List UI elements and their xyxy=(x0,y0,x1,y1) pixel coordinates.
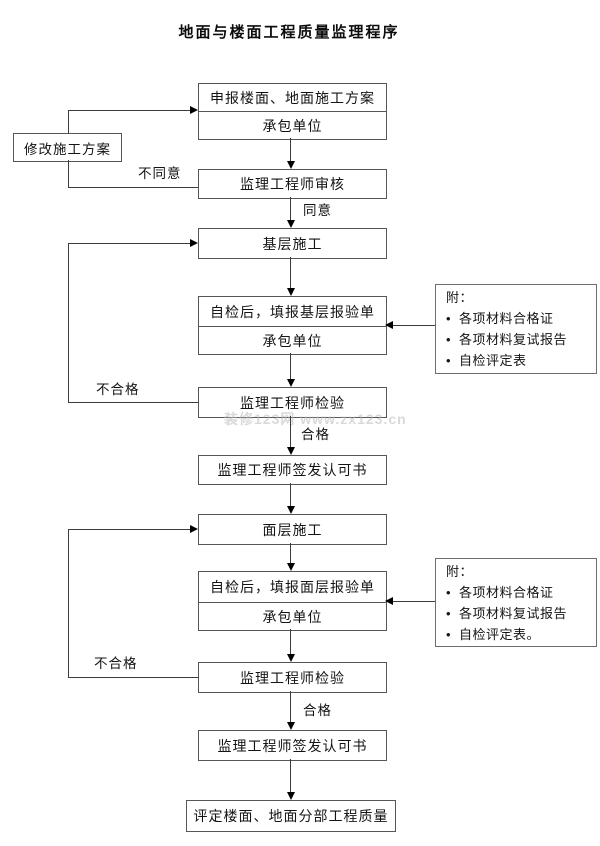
box-base-construction: 基层施工 xyxy=(198,228,387,259)
loop-fail-base-bottom-line xyxy=(68,402,198,403)
label-fail-base: 不合格 xyxy=(96,382,140,397)
attachment-item: • 各项材料合格证 xyxy=(446,582,596,603)
attachment-note-surface: 附： • 各项材料合格证 • 各项材料复试报告 • 自检评定表。 xyxy=(435,558,597,647)
bullet-icon: • xyxy=(446,353,452,368)
attachment-item: • 各项材料复试报告 xyxy=(446,329,596,350)
loop-disagree-bottom-line xyxy=(68,187,198,188)
loop-disagree-top-line xyxy=(68,110,191,111)
bullet-icon: • xyxy=(446,627,452,642)
label-disagree: 不同意 xyxy=(138,166,182,181)
bullet-icon: • xyxy=(446,311,452,326)
arrow-left-icon xyxy=(385,321,393,329)
label-fail-surface: 不合格 xyxy=(94,656,138,671)
connector-inspect-issue2-line xyxy=(290,691,291,723)
attachment-note-base: 附： • 各项材料合格证 • 各项材料复试报告 • 自检评定表 xyxy=(435,284,597,374)
attachment-item-text: 自检评定表。 xyxy=(459,627,541,642)
connector-attachment-surface-line xyxy=(392,601,435,602)
loop-fail-surface-top-line xyxy=(68,529,191,530)
attachment-item: • 自检评定表。 xyxy=(446,624,596,645)
loop-fail-surface-up-line xyxy=(68,529,69,677)
box-engineer-review: 监理工程师审核 xyxy=(198,169,387,199)
box-issue-approval-base: 监理工程师签发认可书 xyxy=(198,455,387,485)
arrow-down-icon xyxy=(287,379,295,387)
box-selfcheck-surface: 自检后，填报面层报验单 承包单位 xyxy=(198,571,387,631)
attachment-item-text: 各项材料合格证 xyxy=(459,585,554,600)
connector-issue-surface-line xyxy=(290,483,291,507)
bullet-icon: • xyxy=(446,332,452,347)
box-revise-plan: 修改施工方案 xyxy=(13,133,122,162)
connector-attachment-base-line xyxy=(392,325,435,326)
loop-disagree-up-line2 xyxy=(68,110,69,134)
box-declare-plan: 申报楼面、地面施工方案 承包单位 xyxy=(198,83,387,140)
arrow-right-icon xyxy=(190,525,198,533)
box-selfcheck-base: 自检后，填报基层报验单 承包单位 xyxy=(198,296,387,355)
box-issue-approval-surface: 监理工程师签发认可书 xyxy=(198,730,387,761)
attachment-item-text: 各项材料复试报告 xyxy=(459,332,568,347)
watermark: 装修123网 www.zx123.cn xyxy=(224,411,407,427)
label-agree: 同意 xyxy=(303,203,332,218)
attachment-note-base-title: 附： xyxy=(446,290,474,305)
bullet-icon: • xyxy=(446,606,452,621)
label-pass-base: 合格 xyxy=(301,427,330,442)
arrow-down-icon xyxy=(287,161,295,169)
box-selfcheck-surface-owner: 承包单位 xyxy=(262,608,323,625)
loop-fail-base-up-line xyxy=(68,243,69,402)
loop-disagree-up-line xyxy=(68,160,69,187)
arrow-right-icon xyxy=(190,106,198,114)
connector-review-base-line xyxy=(290,197,291,221)
box-declare-plan-title: 申报楼面、地面施工方案 xyxy=(199,84,386,112)
connector-declare-review-line xyxy=(290,138,291,162)
page-title: 地面与楼面工程质量监理程序 xyxy=(178,24,400,41)
loop-fail-surface-bottom-line xyxy=(68,677,198,678)
attachment-item-text: 自检评定表 xyxy=(459,353,527,368)
arrow-down-icon xyxy=(287,288,295,296)
box-selfcheck-surface-title: 自检后，填报面层报验单 xyxy=(199,572,386,603)
box-surface-construction: 面层施工 xyxy=(198,514,387,545)
arrow-down-icon xyxy=(287,722,295,730)
arrow-down-icon xyxy=(287,563,295,571)
label-pass-surface: 合格 xyxy=(303,703,332,718)
box-engineer-inspect-base: 监理工程师检验 xyxy=(198,387,387,418)
connector-surface-selfcheck-line xyxy=(290,543,291,564)
arrow-down-icon xyxy=(287,792,295,800)
attachment-item-text: 各项材料合格证 xyxy=(459,311,554,326)
connector-selfcheck-inspect-line xyxy=(290,353,291,380)
attachment-item-text: 各项材料复试报告 xyxy=(459,606,568,621)
connector-base-selfcheck-line xyxy=(290,257,291,289)
attachment-item: • 自检评定表 xyxy=(446,350,596,371)
loop-fail-base-top-line xyxy=(68,243,191,244)
arrow-left-icon xyxy=(385,597,393,605)
box-selfcheck-base-title: 自检后，填报基层报验单 xyxy=(199,297,386,327)
attachment-item: • 各项材料复试报告 xyxy=(446,603,596,624)
box-engineer-inspect-surface: 监理工程师检验 xyxy=(198,662,387,693)
connector-inspect-issue-line xyxy=(290,416,291,448)
box-evaluate-quality: 评定楼面、地面分部工程质量 xyxy=(186,800,396,832)
arrow-down-icon xyxy=(287,654,295,662)
connector-issue-evaluate-line xyxy=(290,759,291,793)
box-declare-plan-owner: 承包单位 xyxy=(262,117,323,134)
arrow-down-icon xyxy=(287,220,295,228)
arrow-right-icon xyxy=(190,239,198,247)
attachment-note-surface-title: 附： xyxy=(446,564,474,579)
arrow-down-icon xyxy=(287,447,295,455)
attachment-item: • 各项材料合格证 xyxy=(446,308,596,329)
connector-selfcheck-inspect2-line xyxy=(290,629,291,655)
bullet-icon: • xyxy=(446,585,452,600)
box-selfcheck-base-owner: 承包单位 xyxy=(262,332,323,349)
arrow-down-icon xyxy=(287,506,295,514)
